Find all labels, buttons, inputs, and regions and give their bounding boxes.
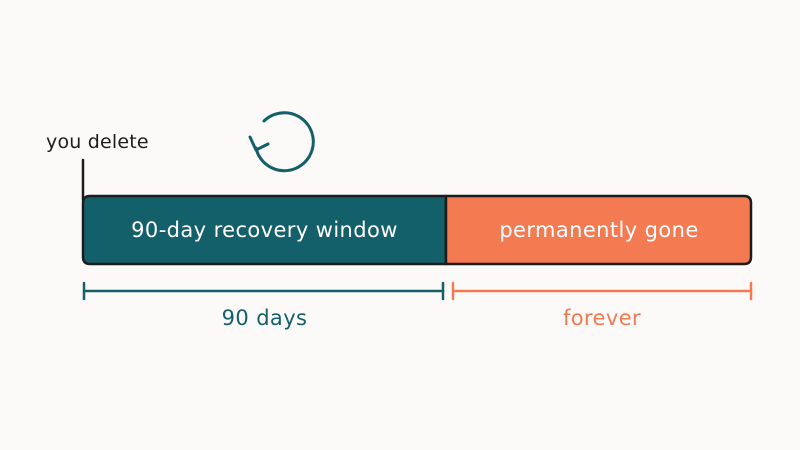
forever-duration-label: forever (562, 306, 642, 330)
recovery-window-label: 90-day recovery window (131, 218, 398, 242)
recovery-duration-bracket (82, 281, 445, 301)
recovery-duration-label: 90 days (221, 306, 308, 330)
permanently-gone-label: permanently gone (499, 218, 699, 242)
permanently-gone-segment (444, 194, 753, 266)
delete-marker-label: you delete (46, 131, 149, 153)
restore-circular-arrow-icon (248, 111, 315, 173)
recovery-window-segment (81, 194, 448, 266)
forever-duration-bracket (451, 281, 753, 301)
